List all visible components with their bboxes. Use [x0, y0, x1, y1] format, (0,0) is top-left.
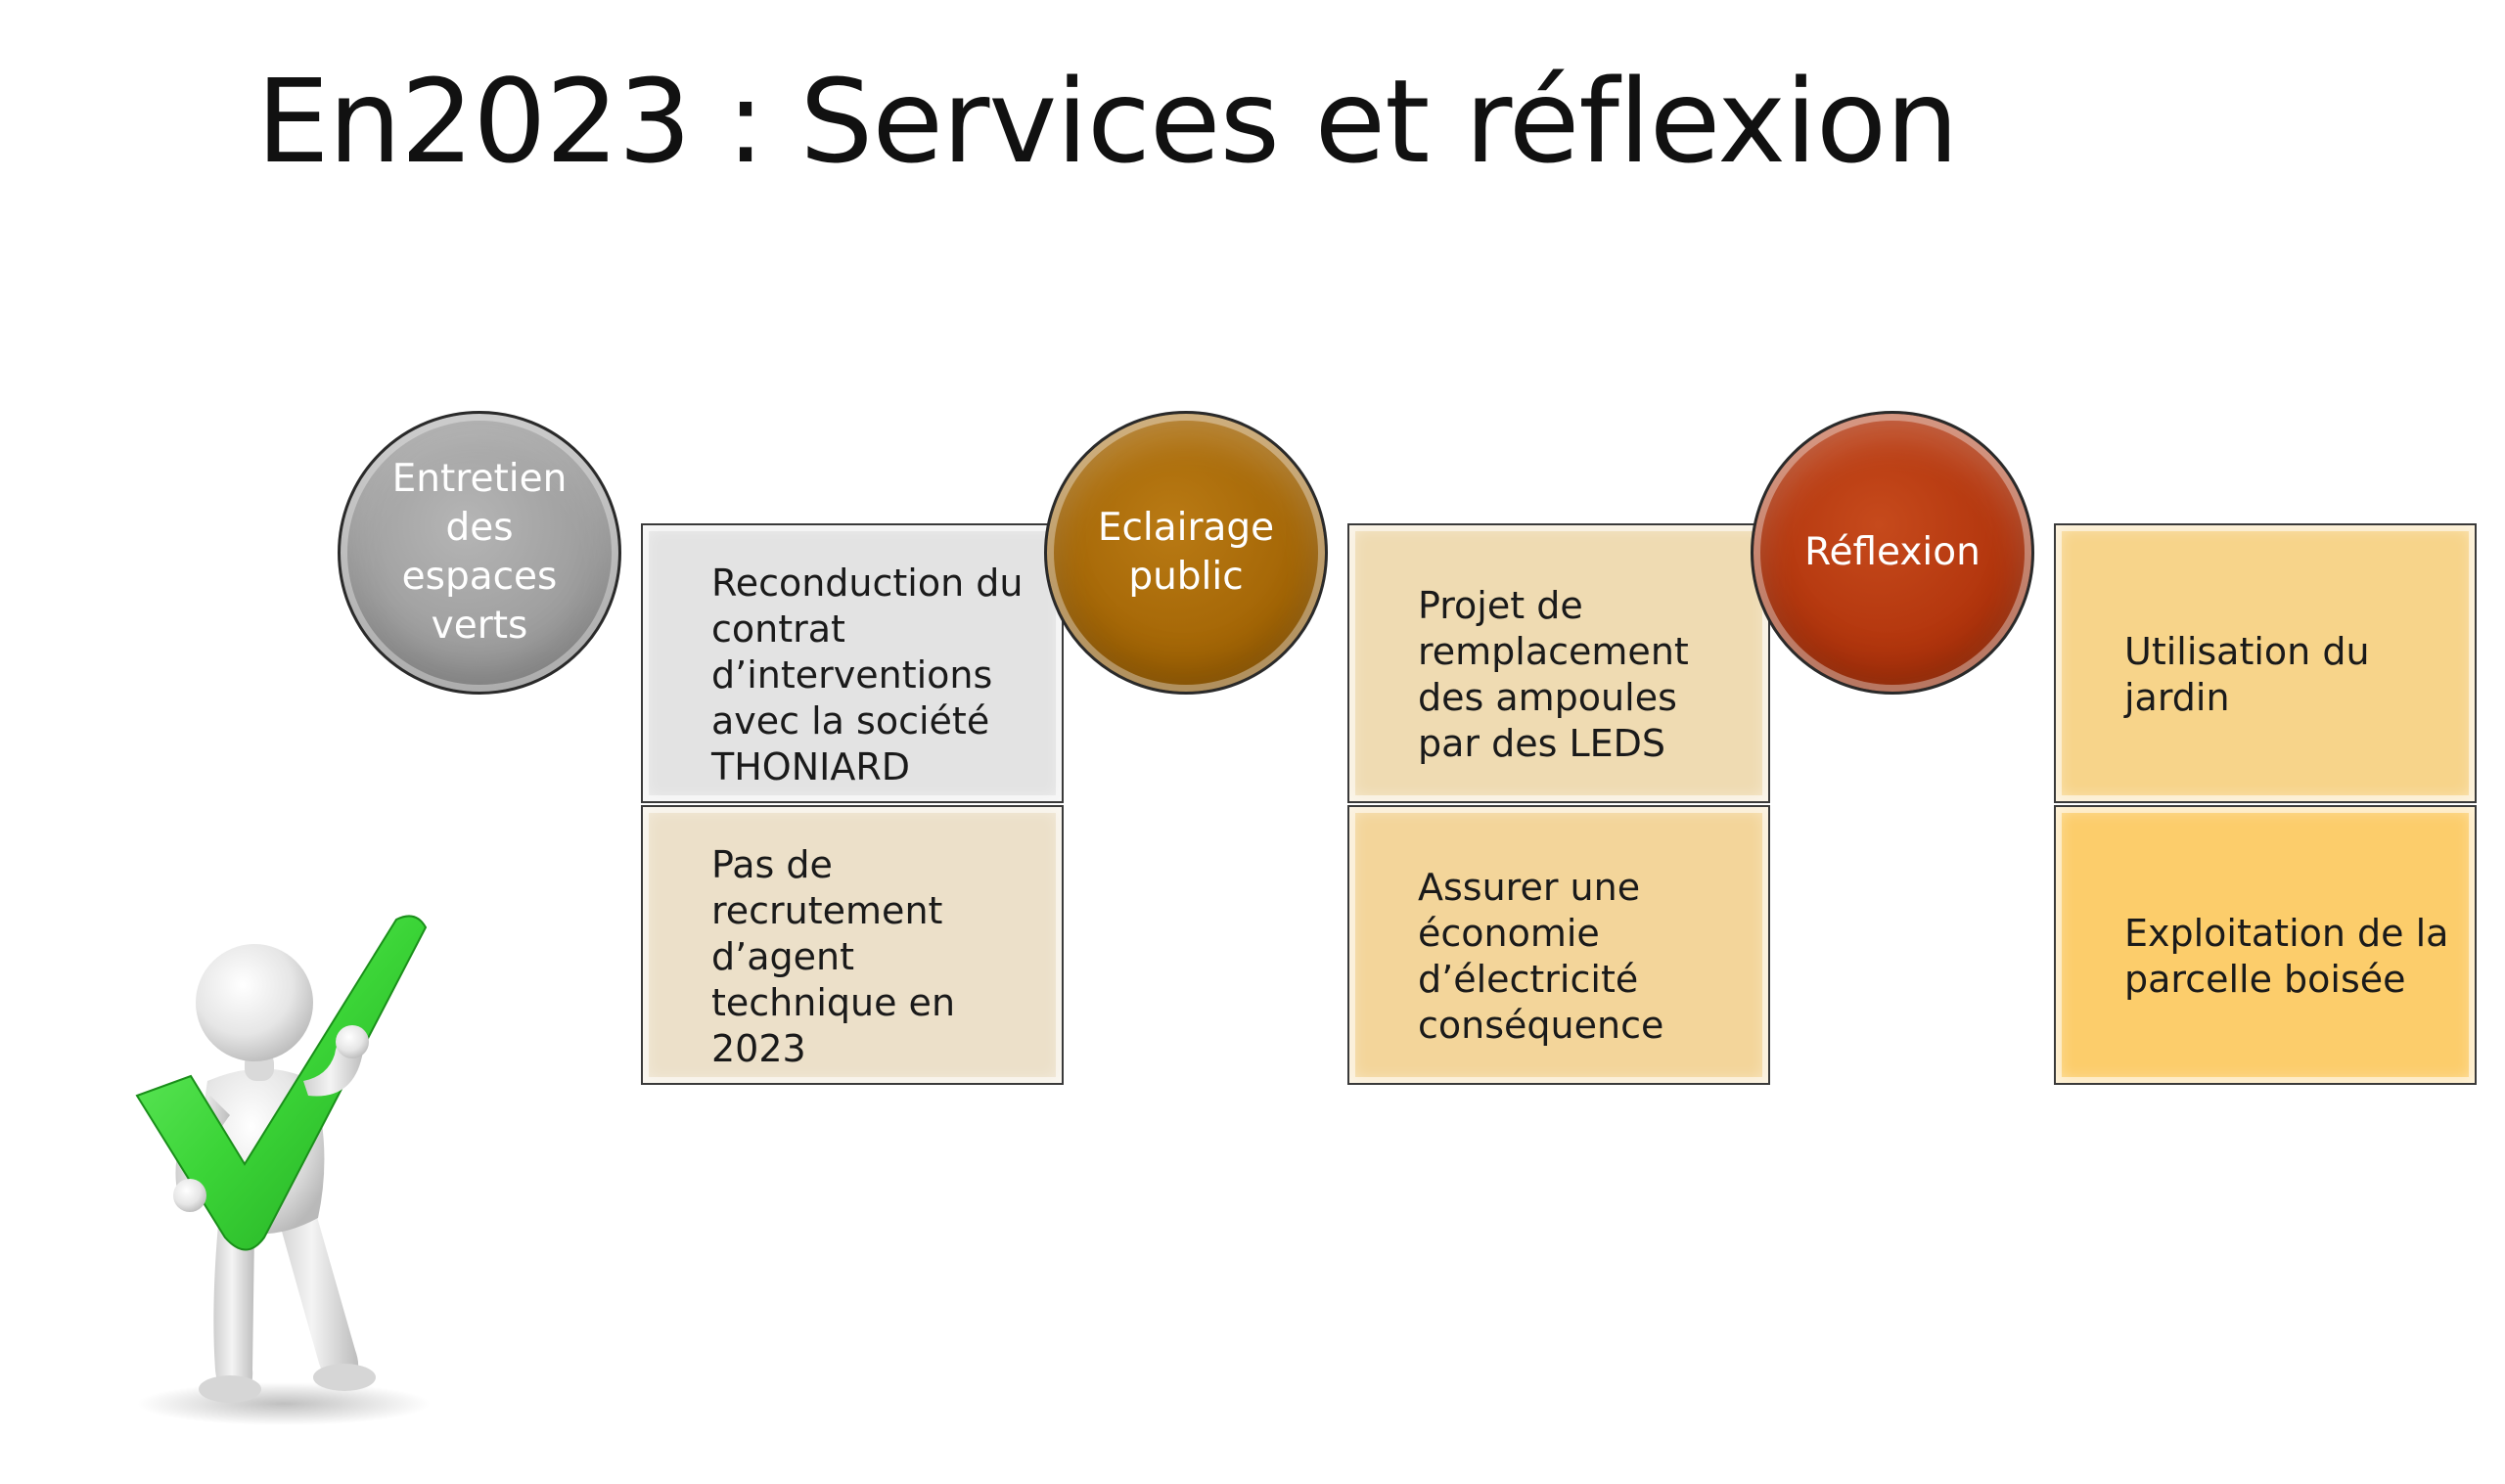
group-reflexion: Réflexion Utilisation du jardin Exploita… [1751, 411, 2477, 1096]
card-text: Utilisation du jardin [2124, 630, 2370, 719]
card-pas-de-recrutement: Pas de recrutement d’agent technique en … [641, 805, 1064, 1085]
slide-title: En2023 : Services et réflexion [256, 54, 1959, 189]
circle-eclairage-public: Eclairage public [1044, 411, 1328, 695]
card-text: Reconduction du contrat d’interventions … [711, 561, 1024, 788]
circle-reflexion: Réflexion [1751, 411, 2034, 695]
group-eclairage-public: Eclairage public Projet de remplacement … [1044, 411, 1770, 1096]
card-text: Assurer une économie d’électricité consé… [1418, 866, 1664, 1047]
card-text: Projet de remplacement des ampoules par … [1418, 584, 1689, 765]
card-reconduction-contrat: Reconduction du contrat d’interventions … [641, 523, 1064, 803]
card-text: Pas de recrutement d’agent technique en … [711, 842, 956, 1070]
card-utilisation-jardin: Utilisation du jardin [2054, 523, 2477, 803]
group-entretien-espaces-verts: Entretien des espaces verts Reconduction… [338, 411, 1064, 1096]
circle-label: Réflexion [1804, 530, 1981, 574]
circle-label: Entretien des espaces verts [391, 457, 568, 648]
card-assurer-economie: Assurer une économie d’électricité consé… [1347, 805, 1770, 1085]
card-projet-remplacement-ampoules: Projet de remplacement des ampoules par … [1347, 523, 1770, 803]
card-text: Exploitation de la parcelle boisée [2124, 912, 2449, 1001]
person-holding-checkmark-icon [117, 910, 489, 1428]
circle-entretien-espaces-verts: Entretien des espaces verts [338, 411, 621, 695]
circle-label: Eclairage public [1097, 506, 1275, 599]
person-holding-checkmark-svg [135, 915, 431, 1425]
card-exploitation-parcelle: Exploitation de la parcelle boisée [2054, 805, 2477, 1085]
